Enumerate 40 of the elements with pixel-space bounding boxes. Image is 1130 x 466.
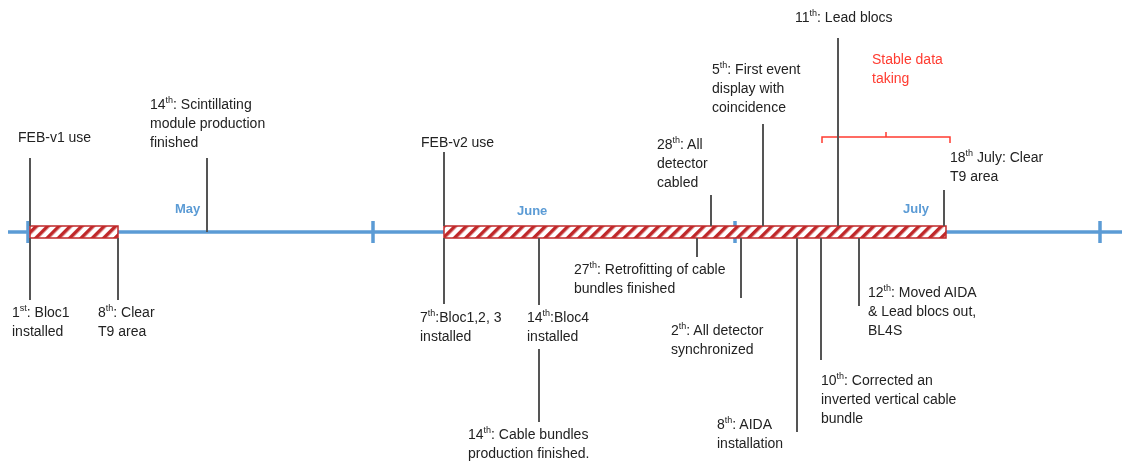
hatched-bar [443, 225, 947, 239]
leader-line [538, 348, 540, 423]
leader-line [740, 237, 742, 299]
leader-line [837, 37, 839, 227]
leader-line [710, 194, 712, 227]
event-label: 11$^{th}$: Lead blocs [795, 8, 925, 27]
leader-line [29, 237, 31, 301]
leader-line [538, 237, 540, 306]
leader-line [443, 151, 445, 227]
event-label: 28$^{th}$: All detector cabled [657, 135, 727, 192]
event-label: 7$^{th}$:Bloc1,2, 3 installed [420, 308, 506, 346]
month-label: May [175, 201, 201, 216]
event-label: 27$^{th}$: Retrofitting of cable bundles finished [574, 260, 729, 298]
leader-line [943, 189, 945, 227]
event-label: 1$^{st}$: Bloc1 installed [12, 303, 92, 341]
event-label: FEB-v1 use [18, 128, 128, 147]
leader-line [858, 237, 860, 307]
leader-line [29, 157, 31, 227]
event-label: 8$^{th}$: AIDA installation [717, 415, 807, 453]
leader-line [696, 237, 698, 258]
event-label: 8$^{th}$: Clear T9 area [98, 303, 160, 341]
event-label: 14$^{th}$: Cable bundles production finished. [468, 425, 638, 463]
event-label: 10$^{th}$: Corrected an inverted vertical cable bundle [821, 371, 986, 428]
month-label: July [903, 201, 929, 216]
event-label: 5$^{th}$: First event display with coincidence [712, 60, 827, 117]
event-label: 2$^{th}$: All detector synchronized [671, 321, 801, 359]
leader-line [762, 123, 764, 227]
event-label: 18$^{th}$ July: Clear T9 area [950, 148, 1050, 186]
leader-line [206, 157, 208, 233]
period-label: Stable data taking [872, 50, 944, 88]
event-label: 14$^{th}$: Scintillating module production finished [150, 95, 275, 152]
event-label: 14$^{th}$:Bloc4 installed [527, 308, 617, 346]
hatched-bar [29, 225, 119, 239]
event-label: 12$^{th}$: Moved AIDA & Lead blocs out, BL4S [868, 283, 983, 340]
leader-line [820, 237, 822, 361]
event-label: FEB-v2 use [421, 133, 531, 152]
leader-line [796, 237, 798, 433]
month-label: June [517, 203, 548, 218]
leader-line [117, 237, 119, 301]
leader-line [443, 237, 445, 305]
